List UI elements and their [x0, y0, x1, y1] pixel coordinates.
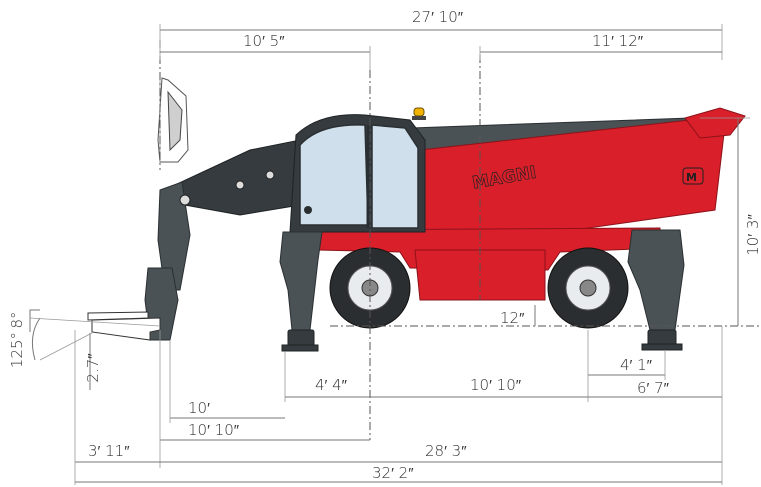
dim-fork-height: 2.7″ — [84, 353, 102, 383]
center-lines — [159, 40, 760, 440]
dim-fork-tilt-down: 125° — [8, 332, 26, 368]
dim-reach-b: 10′ 10″ — [188, 421, 240, 439]
fork-carriage — [87, 267, 179, 341]
rear-wheel — [547, 247, 629, 329]
dim-ground-clearance: 12″ — [500, 309, 525, 327]
telehandler-machine: MAGNI M — [87, 75, 746, 352]
brand-badge: M — [686, 171, 697, 184]
dim-front-stabilizer: 4′ 4″ — [315, 376, 348, 394]
operator-cab — [289, 114, 426, 233]
dim-overall-length: 32′ 2″ — [372, 464, 414, 482]
front-stabilizer — [279, 231, 323, 352]
dim-front-to-pivot: 10′ 5″ — [243, 32, 285, 50]
dim-fork-length: 3′ 11″ — [88, 442, 130, 460]
dim-wheelbase: 10′ 10″ — [470, 376, 522, 394]
dim-reach-a: 10′ — [188, 399, 210, 417]
dim-pivot-to-rear: 11′ 12″ — [592, 32, 644, 50]
brand-badge-icon — [682, 167, 704, 185]
warning-beacon-icon — [412, 107, 426, 120]
rear-stabilizer — [627, 229, 685, 351]
dim-fork-tilt-up: 8° — [8, 311, 26, 328]
dim-overall-top: 27′ 10″ — [412, 8, 464, 26]
dim-length-to-carriage: 28′ 3″ — [425, 442, 467, 460]
dim-height: 10′ 3″ — [744, 214, 761, 256]
chassis-body — [317, 107, 746, 301]
front-wheel — [329, 247, 411, 329]
dimension-lines — [29, 24, 750, 485]
dim-rear-stabilizer: 4′ 1″ — [620, 356, 653, 374]
raised-carriage-outline — [157, 75, 189, 165]
dim-rear-overhang: 6′ 7″ — [637, 379, 670, 397]
